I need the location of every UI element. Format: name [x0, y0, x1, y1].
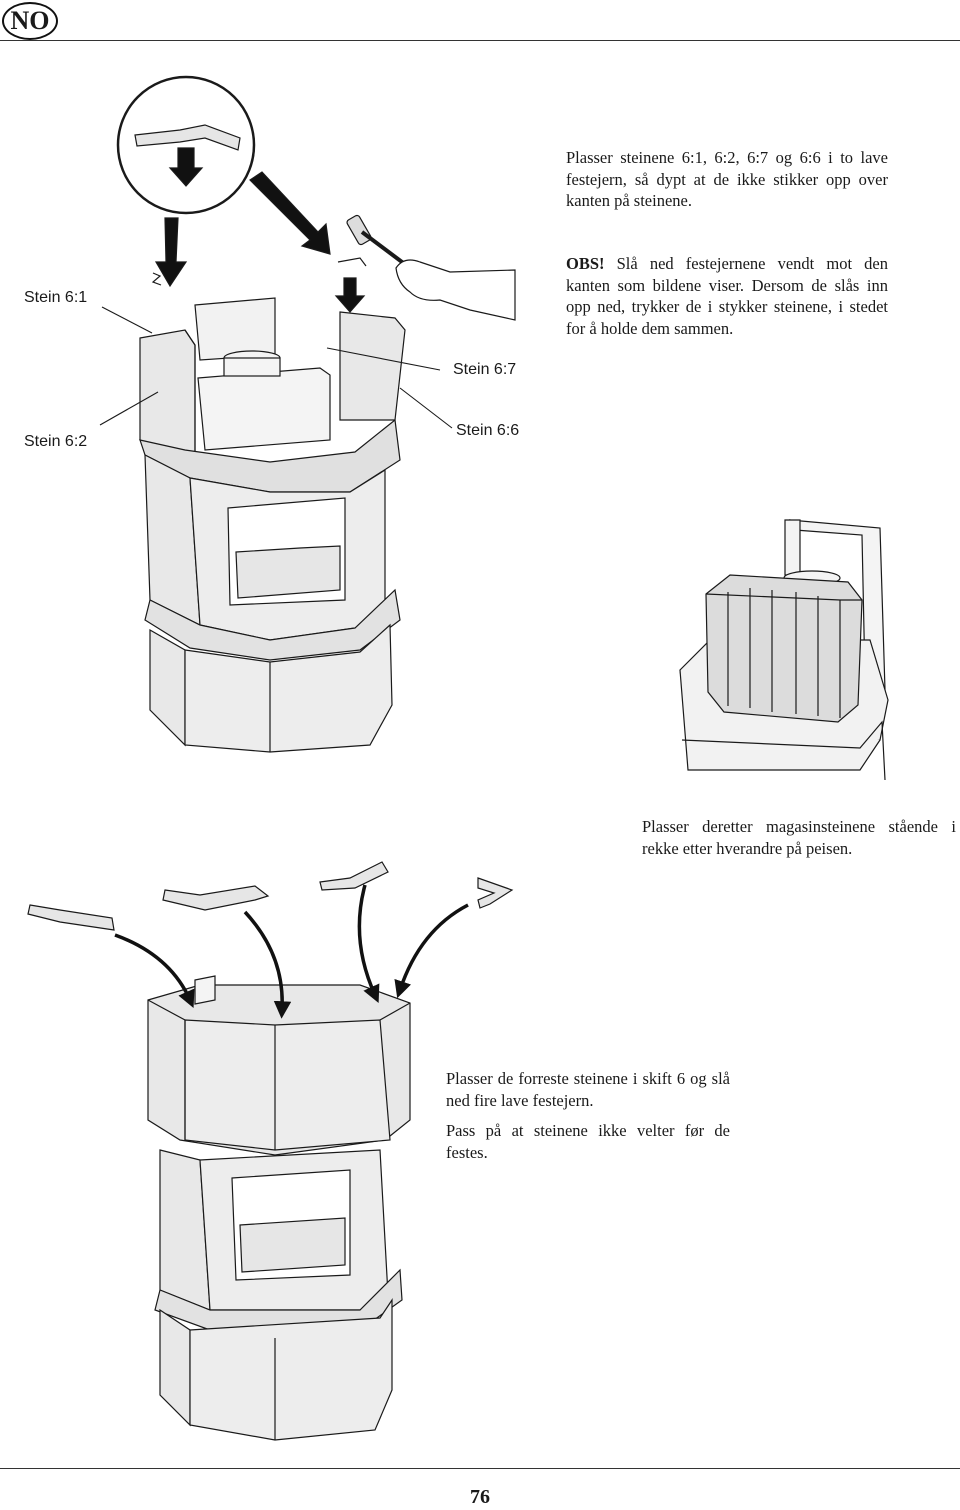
figure-3-stove-with-clips	[27, 861, 514, 1441]
obs-note: OBS! Slå ned festejernene vendt mot den …	[566, 253, 888, 339]
instruction-paragraph-4: Pass på at steinene ikke velter før de f…	[446, 1121, 730, 1162]
magnifier-circle	[116, 75, 256, 215]
diagonal-arrow-icon	[249, 171, 331, 255]
clip-iron-icon	[162, 885, 270, 911]
label-leaders	[99, 306, 453, 429]
down-arrow-icon	[154, 217, 188, 288]
label-stein-6-1: Stein 6:1	[24, 289, 88, 306]
instruction-paragraph-2: Plasser deretter magasinsteinene stående…	[642, 817, 956, 858]
instruction-paragraph-1: Plasser steinene 6:1, 6:2, 6:7 og 6:6 i …	[566, 148, 888, 210]
header-rule	[0, 40, 960, 41]
curved-arrows	[114, 884, 469, 1019]
obs-label: OBS!	[566, 254, 605, 273]
clip-iron-icon	[319, 861, 389, 891]
clip-iron-icon	[27, 904, 115, 931]
label-stein-6-2: Stein 6:2	[24, 433, 88, 450]
clip-iron-icon	[477, 877, 514, 909]
language-badge: NO	[10, 6, 50, 35]
instruction-paragraph-3: Plasser de forreste steinene i skift 6 o…	[446, 1069, 730, 1110]
figure-1-stove	[116, 75, 516, 753]
figure-2-magazine-stones	[679, 519, 889, 781]
down-arrow-icon	[334, 277, 366, 313]
footer-rule	[0, 1468, 960, 1469]
page-number: 76	[470, 1486, 490, 1508]
obs-text: Slå ned festejernene vendt mot den kante…	[566, 254, 888, 338]
language-badge-outline	[2, 2, 58, 40]
hammer-hand-icon	[346, 214, 516, 321]
label-stein-6-7: Stein 6:7	[453, 361, 517, 378]
clip-iron-icon	[134, 124, 241, 151]
label-stein-6-6: Stein 6:6	[456, 422, 520, 439]
